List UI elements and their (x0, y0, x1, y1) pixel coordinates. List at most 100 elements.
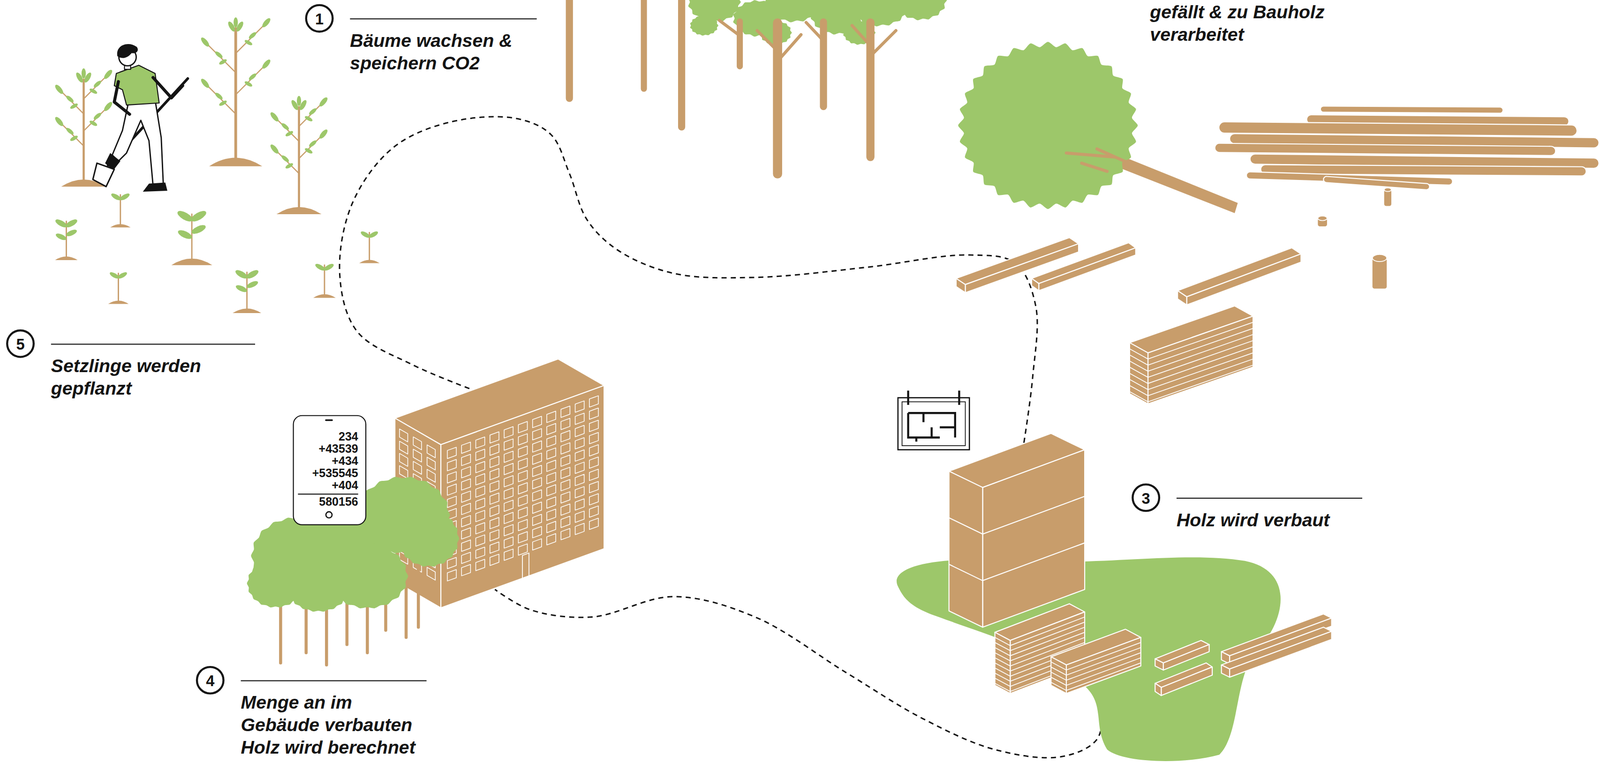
apartment-building-part (560, 504, 570, 516)
apartment-building-part (475, 449, 485, 461)
apartment-building-part (461, 454, 471, 466)
sapling-part (234, 283, 249, 294)
forest-part (777, 34, 801, 62)
timber-building-part (1161, 667, 1213, 696)
timber-building-part (1154, 683, 1162, 696)
sapling-part (269, 143, 280, 156)
addend-number: +434 (297, 455, 358, 468)
sapling-part (116, 271, 128, 280)
apartment-building-part (504, 426, 514, 438)
apartment-building-part (490, 517, 499, 529)
sapling-part (175, 209, 195, 224)
apartment-building-part (546, 423, 556, 435)
apartment-building-part (490, 505, 499, 517)
apartment-building-part (518, 458, 528, 470)
apartment-building-part (504, 488, 514, 500)
sapling-part (208, 86, 236, 114)
log-pile-part (1265, 169, 1582, 172)
sapling-part (303, 114, 314, 123)
apartment-building-part (560, 406, 570, 418)
log-pile-part (1311, 119, 1565, 122)
apartment-building-part (589, 420, 599, 432)
person-planting-part (117, 44, 138, 59)
sapling-part (284, 162, 295, 170)
log-pile-part (1234, 138, 1594, 144)
log-pile-part (1384, 189, 1392, 207)
forest-part (719, 20, 740, 37)
tree-group (247, 476, 460, 665)
timber-building-part (1050, 642, 1141, 671)
sapling-part (53, 83, 65, 96)
timber-building (896, 433, 1332, 762)
sapling-part (191, 214, 193, 264)
apartment-building-part (504, 536, 514, 549)
felled-tree-part (958, 41, 1138, 210)
sapling-part (65, 126, 75, 136)
sapling-part (54, 232, 68, 242)
lumber-part (1129, 359, 1253, 396)
apartment-building-part (532, 526, 542, 538)
apartment-building-part (560, 467, 570, 479)
sapling-part (208, 45, 236, 73)
apartment-building-part (589, 518, 599, 530)
sapling-part (110, 192, 122, 202)
apartment-building-part (427, 469, 436, 483)
sapling-part (199, 36, 211, 48)
person-planting (92, 44, 188, 192)
sapling-part (64, 218, 79, 230)
forest-part (678, 0, 686, 131)
felled-tree-part (1096, 149, 1143, 170)
apartment-building-part (461, 491, 471, 503)
lumber-part (1031, 242, 1136, 284)
apartment-building-part (490, 468, 499, 481)
sapling-part (284, 129, 295, 138)
apartment-building-part (589, 505, 599, 518)
felled-tree-part (1081, 163, 1108, 172)
apartment-building-part (560, 491, 570, 504)
sapling-part (218, 58, 228, 66)
apartment-building-part (447, 483, 457, 496)
sapling-part (92, 111, 103, 121)
apartment-building-part (575, 400, 585, 413)
apartment-building-part (532, 428, 542, 440)
apartment-building-part (546, 521, 556, 533)
apartment-building-part (589, 469, 599, 481)
sapling-part (260, 16, 272, 29)
sapling-part (69, 134, 79, 143)
callout-number: 5 (15, 336, 25, 352)
step-heading: gefällt & zu Bauholz verarbeitet (1149, 0, 1344, 46)
felled-tree (958, 41, 1238, 214)
sapling-part (62, 124, 84, 147)
apartment-building-part (575, 523, 585, 535)
tree-group-part (398, 510, 460, 567)
lumber-part (1177, 290, 1187, 305)
log-pile-part (1326, 179, 1427, 187)
sapling-part (234, 28, 238, 165)
apartment-building-part (589, 445, 599, 457)
log-pile-part (1372, 254, 1387, 262)
sapling-part (54, 218, 69, 230)
apartment-building-part (461, 564, 471, 576)
apartment-building-part (518, 519, 528, 531)
tree-group-part (416, 566, 421, 628)
log-pile-part (1323, 109, 1500, 111)
timber-building-part (1229, 631, 1332, 678)
apartment-building-part (546, 484, 556, 497)
sapling-part (199, 77, 211, 90)
apartment-building-part (475, 437, 485, 449)
forest-part (870, 30, 896, 56)
apartment-building-part (504, 451, 514, 463)
apartment-building-part (427, 445, 436, 459)
timber-building-part (1221, 627, 1332, 670)
apartment-building-part (575, 486, 585, 499)
apartment-building-part (490, 493, 499, 505)
sapling-part (233, 268, 249, 281)
step-heading: Setzlinge werden gepflanzt (51, 354, 215, 400)
apartment-building-part (399, 453, 408, 467)
sapling-part (245, 279, 259, 290)
forest-part (866, 18, 875, 162)
sapling-part (189, 209, 208, 224)
apartment-building-part (447, 447, 457, 459)
apartment-building-part (504, 438, 514, 451)
log-pile-part (1255, 158, 1594, 164)
